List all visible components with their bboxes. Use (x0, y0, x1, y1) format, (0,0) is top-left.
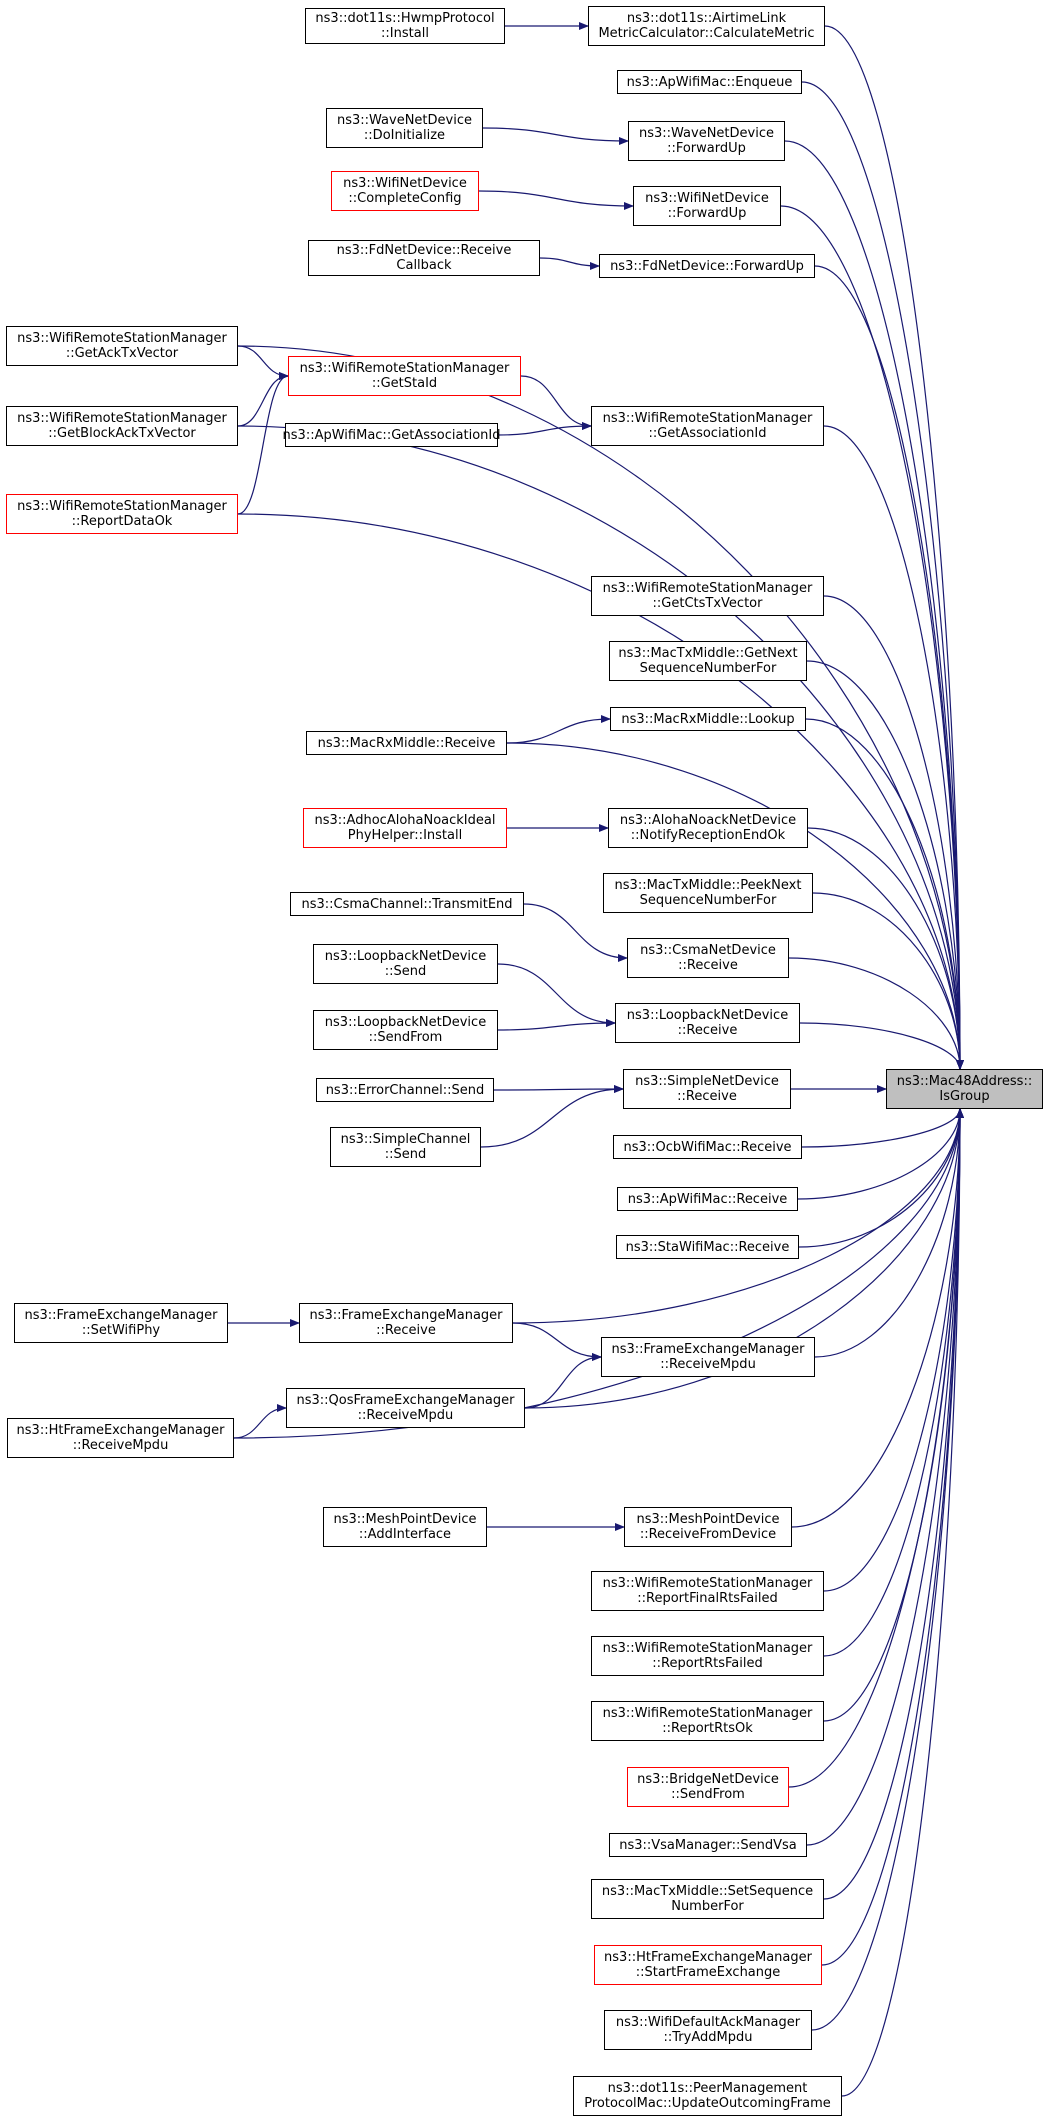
call-edge (237, 345, 289, 380)
graph-node[interactable]: ns3::ApWifiMac::GetAssociationId (283, 423, 500, 447)
call-edge (823, 1108, 964, 1657)
graph-node[interactable]: ns3::WifiRemoteStationManager ::GetStaId (288, 356, 521, 396)
call-edge (780, 205, 964, 1070)
graph-node[interactable]: ns3::FdNetDevice::ForwardUp (599, 254, 815, 278)
call-edge (493, 1085, 624, 1094)
graph-node[interactable]: ns3::dot11s::HwmpProtocol ::Install (305, 8, 505, 44)
graph-node[interactable]: ns3::SimpleNetDevice ::Receive (623, 1069, 791, 1109)
graph-node[interactable]: ns3::BridgeNetDevice ::SendFrom (627, 1767, 789, 1807)
call-edge (524, 1353, 602, 1409)
graph-node[interactable]: ns3::WifiRemoteStationManager ::GetCtsTx… (591, 576, 824, 616)
graph-node[interactable]: ns3::WaveNetDevice ::DoInitialize (326, 108, 483, 148)
graph-node[interactable]: ns3::WaveNetDevice ::ForwardUp (628, 121, 785, 161)
graph-node[interactable]: ns3::FrameExchangeManager ::SetWifiPhy (14, 1303, 228, 1343)
call-edge (801, 81, 964, 1070)
call-edge (823, 1108, 964, 1592)
graph-node[interactable]: ns3::MacTxMiddle::PeekNext SequenceNumbe… (603, 873, 813, 913)
graph-node[interactable]: ns3::SimpleChannel ::Send (330, 1127, 481, 1167)
call-edge (824, 25, 964, 1070)
call-edge (523, 903, 628, 962)
graph-node[interactable]: ns3::dot11s::AirtimeLink MetricCalculato… (588, 6, 825, 46)
call-edge (823, 595, 964, 1070)
graph-node[interactable]: ns3::HtFrameExchangeManager ::ReceiveMpd… (7, 1418, 234, 1458)
graph-node[interactable]: ns3::MacTxMiddle::SetSequence NumberFor (591, 1879, 824, 1919)
graph-node[interactable]: ns3::LoopbackNetDevice ::Receive (615, 1003, 800, 1043)
call-edge (233, 1404, 287, 1439)
call-edge (506, 715, 611, 744)
call-edge (480, 1085, 624, 1148)
call-edge (506, 742, 964, 1070)
call-edge (237, 513, 964, 1070)
graph-node[interactable]: ns3::CsmaNetDevice ::Receive (627, 938, 789, 978)
call-edge (520, 375, 592, 430)
graph-node[interactable]: ns3::FdNetDevice::Receive Callback (308, 240, 540, 276)
call-edge (807, 827, 964, 1070)
call-edge (237, 372, 289, 515)
call-edge (841, 1108, 964, 2097)
call-edge (801, 1108, 964, 1148)
focus-node: ns3::Mac48Address:: IsGroup (886, 1069, 1043, 1109)
call-edge (512, 1108, 964, 1324)
call-edge (497, 963, 616, 1027)
graph-node[interactable]: ns3::WifiRemoteStationManager ::GetAckTx… (6, 326, 238, 366)
graph-node[interactable]: ns3::MeshPointDevice ::AddInterface (323, 1507, 487, 1547)
graph-node[interactable]: ns3::WifiNetDevice ::ForwardUp (633, 186, 781, 226)
graph-node[interactable]: ns3::WifiDefaultAckManager ::TryAddMpdu (604, 2010, 812, 2050)
call-edge (806, 1108, 964, 1846)
call-edge (797, 1108, 964, 1200)
graph-node[interactable]: ns3::FrameExchangeManager ::ReceiveMpdu (601, 1337, 815, 1377)
graph-node[interactable]: ns3::WifiRemoteStationManager ::ReportRt… (591, 1701, 824, 1741)
call-edge (821, 1108, 964, 1966)
call-edge (539, 257, 600, 270)
call-edge (497, 422, 592, 436)
call-edge (811, 1108, 964, 2031)
graph-node[interactable]: ns3::VsaManager::SendVsa (609, 1833, 807, 1857)
call-edge (788, 1108, 964, 1788)
call-edge (791, 1108, 964, 1528)
graph-node[interactable]: ns3::CsmaChannel::TransmitEnd (290, 892, 524, 916)
graph-node[interactable]: ns3::WifiRemoteStationManager ::GetAssoc… (591, 406, 824, 446)
graph-node[interactable]: ns3::LoopbackNetDevice ::SendFrom (313, 1010, 498, 1050)
call-edge (237, 372, 289, 427)
call-edge (512, 1322, 602, 1361)
call-edge (805, 718, 964, 1070)
call-edge (799, 1022, 964, 1070)
graph-node[interactable]: ns3::AdhocAlohaNoackIdeal PhyHelper::Ins… (303, 808, 507, 848)
graph-node[interactable]: ns3::FrameExchangeManager ::Receive (299, 1303, 513, 1343)
call-edge (788, 957, 964, 1070)
call-edge (806, 660, 964, 1070)
call-edge (823, 425, 964, 1070)
call-edge (812, 892, 964, 1070)
graph-node[interactable]: ns3::MeshPointDevice ::ReceiveFromDevice (624, 1507, 792, 1547)
graph-node[interactable]: ns3::MacRxMiddle::Receive (306, 731, 507, 755)
graph-node[interactable]: ns3::WifiRemoteStationManager ::ReportFi… (591, 1571, 824, 1611)
graph-node[interactable]: ns3::MacTxMiddle::GetNext SequenceNumber… (609, 641, 807, 681)
call-edge (482, 127, 629, 145)
graph-node[interactable]: ns3::ErrorChannel::Send (316, 1078, 494, 1102)
graph-node[interactable]: ns3::WifiRemoteStationManager ::ReportDa… (6, 494, 238, 534)
call-edge (524, 1108, 964, 1409)
graph-node[interactable]: ns3::QosFrameExchangeManager ::ReceiveMp… (286, 1388, 525, 1428)
graph-node[interactable]: ns3::dot11s::PeerManagement ProtocolMac:… (573, 2076, 842, 2116)
graph-node[interactable]: ns3::OcbWifiMac::Receive (613, 1135, 802, 1159)
graph-node[interactable]: ns3::StaWifiMac::Receive (616, 1235, 799, 1259)
graph-node[interactable]: ns3::WifiNetDevice ::CompleteConfig (331, 171, 479, 211)
graph-node[interactable]: ns3::WifiRemoteStationManager ::GetBlock… (6, 406, 238, 446)
graph-node[interactable]: ns3::WifiRemoteStationManager ::ReportRt… (591, 1636, 824, 1676)
graph-node[interactable]: ns3::AlohaNoackNetDevice ::NotifyRecepti… (608, 808, 808, 848)
graph-node[interactable]: ns3::HtFrameExchangeManager ::StartFrame… (594, 1945, 822, 1985)
call-edge (814, 1108, 964, 1358)
graph-node[interactable]: ns3::MacRxMiddle::Lookup (610, 707, 806, 731)
call-edge (478, 190, 634, 210)
graph-node[interactable]: ns3::ApWifiMac::Receive (617, 1187, 798, 1211)
graph-node[interactable]: ns3::LoopbackNetDevice ::Send (313, 944, 498, 984)
call-edge (814, 265, 964, 1070)
call-edge (497, 1019, 616, 1031)
graph-node[interactable]: ns3::ApWifiMac::Enqueue (617, 70, 802, 94)
